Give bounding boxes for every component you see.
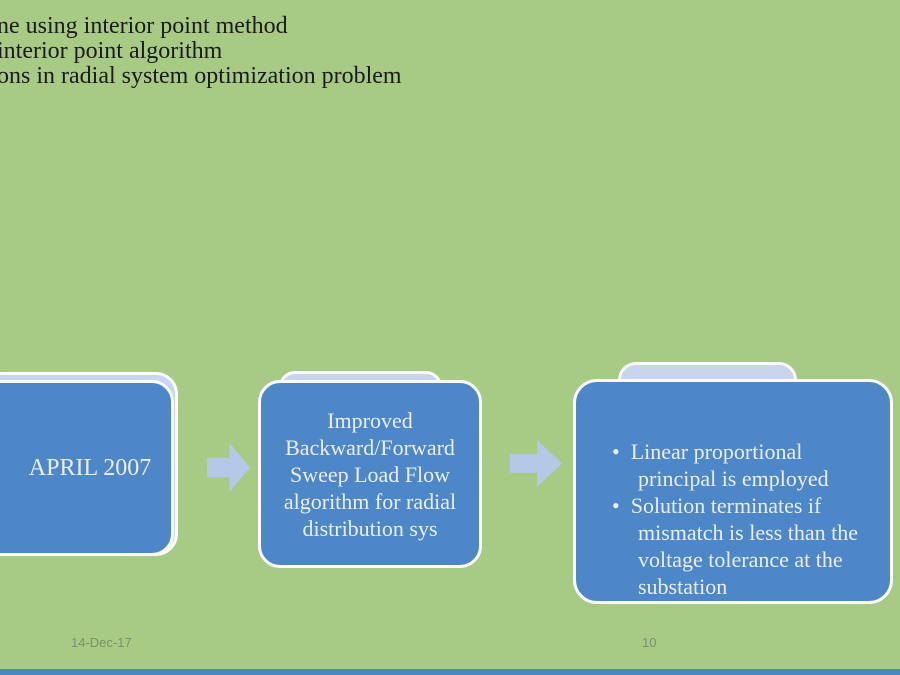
- title-line-3: ons in radial system optimization proble…: [0, 63, 402, 89]
- right-block-arrow-icon: [510, 440, 562, 487]
- flow-box-1-label: APRIL 2007: [28, 454, 152, 481]
- bullet-item: Linear proportional principal is employe…: [612, 438, 880, 492]
- bullet-list: Linear proportional principal is employe…: [612, 438, 880, 600]
- page-number: 10: [642, 635, 657, 650]
- flow-box-2-label: Improved Backward/Forward Sweep Load Flo…: [283, 407, 457, 541]
- flow-box-details: Linear proportional principal is employe…: [573, 379, 893, 604]
- title-line-2: interior point algorithm: [0, 38, 223, 64]
- flow-box-load-flow-algorithm: Improved Backward/Forward Sweep Load Flo…: [258, 380, 482, 568]
- bullet-item: Solution terminates if mismatch is less …: [612, 492, 880, 600]
- title-line-1: ne using interior point method: [0, 13, 288, 39]
- right-block-arrow-icon: [207, 443, 250, 492]
- flow-box-april-2007: APRIL 2007: [0, 380, 174, 556]
- slide-title-block: ne using interior point method interior …: [0, 14, 402, 89]
- bottom-accent-bar: [0, 669, 900, 675]
- footer-date: 14-Dec-17: [71, 635, 132, 650]
